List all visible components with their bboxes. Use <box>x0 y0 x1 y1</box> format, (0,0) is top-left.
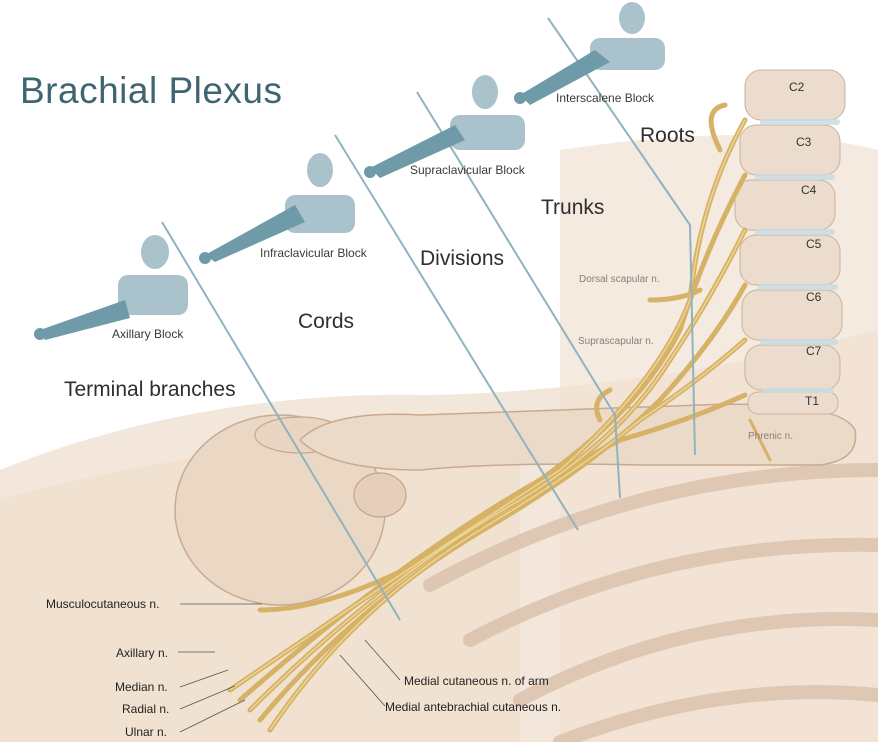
region-trunks: Trunks <box>541 196 604 220</box>
region-cords: Cords <box>298 310 354 334</box>
vertebra-label: T1 <box>805 394 819 408</box>
label-axillary-nerve: Axillary n. <box>116 646 168 660</box>
label-axillary-block: Axillary Block <box>112 327 183 341</box>
label-dorsal-scapular-nerve: Dorsal scapular n. <box>579 274 660 285</box>
region-divisions: Divisions <box>420 247 504 271</box>
label-supraclavicular-block: Supraclavicular Block <box>410 163 525 177</box>
label-suprascapular-nerve: Suprascapular n. <box>578 336 654 347</box>
vertebra-label: C6 <box>806 290 821 304</box>
label-infraclavicular-block: Infraclavicular Block <box>260 246 367 260</box>
vertebra-label: C7 <box>806 344 821 358</box>
label-interscalene-block: Interscalene Block <box>556 91 654 105</box>
vertebra-label: C5 <box>806 237 821 251</box>
region-roots: Roots <box>640 124 695 148</box>
region-terminal-branches: Terminal branches <box>64 378 236 402</box>
label-phrenic-nerve: Phrenic n. <box>748 431 793 442</box>
label-ulnar-nerve: Ulnar n. <box>125 725 167 739</box>
vertebra-label: C3 <box>796 135 811 149</box>
vertebra-label: C4 <box>801 183 816 197</box>
vertebra-label: C2 <box>789 80 804 94</box>
page-title: Brachial Plexus <box>20 70 283 112</box>
label-median-nerve: Median n. <box>115 680 168 694</box>
label-radial-nerve: Radial n. <box>122 702 169 716</box>
label-medial-antebrachial-cutaneous: Medial antebrachial cutaneous n. <box>385 700 561 714</box>
label-medial-cutaneous-arm: Medial cutaneous n. of arm <box>404 674 549 688</box>
label-musculocutaneous-nerve: Musculocutaneous n. <box>46 597 159 611</box>
